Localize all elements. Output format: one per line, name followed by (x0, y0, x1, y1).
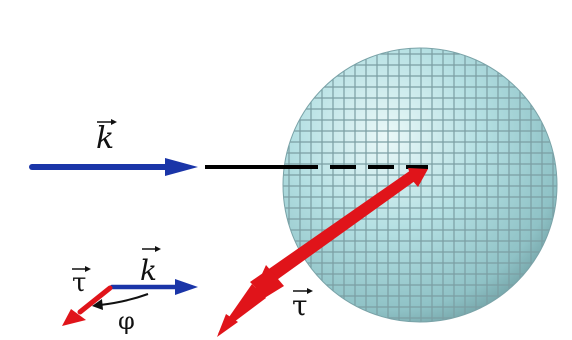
right-arrow-accent-icon (293, 288, 313, 294)
inset-vector-diagram (62, 279, 198, 326)
label-main-tau-text: τ (292, 289, 308, 322)
label-incident-k-text: k (96, 121, 114, 156)
label-angle: φ (118, 307, 135, 335)
sphere (282, 47, 558, 323)
label-inset-tau-text: τ (72, 268, 86, 298)
label-inset-k-text: k (140, 254, 157, 287)
label-incident-k: k (96, 119, 117, 156)
sphere-outline (282, 47, 558, 323)
right-arrow-accent-icon (72, 266, 91, 272)
sphere-body (283, 48, 557, 322)
incident-wave-vector-arrow (29, 158, 198, 176)
sphere-grid (283, 48, 557, 322)
right-arrow-accent-icon (142, 246, 161, 252)
right-arrow-accent-icon (97, 119, 117, 125)
label-inset-k: k (140, 246, 161, 287)
label-main-tau: τ (292, 288, 313, 322)
angle-marker (92, 293, 149, 310)
scattered-vector-arrow (217, 168, 428, 337)
label-inset-tau: τ (72, 266, 91, 298)
inset-k-arrow (109, 279, 198, 295)
inset-tau-arrow (62, 285, 113, 326)
